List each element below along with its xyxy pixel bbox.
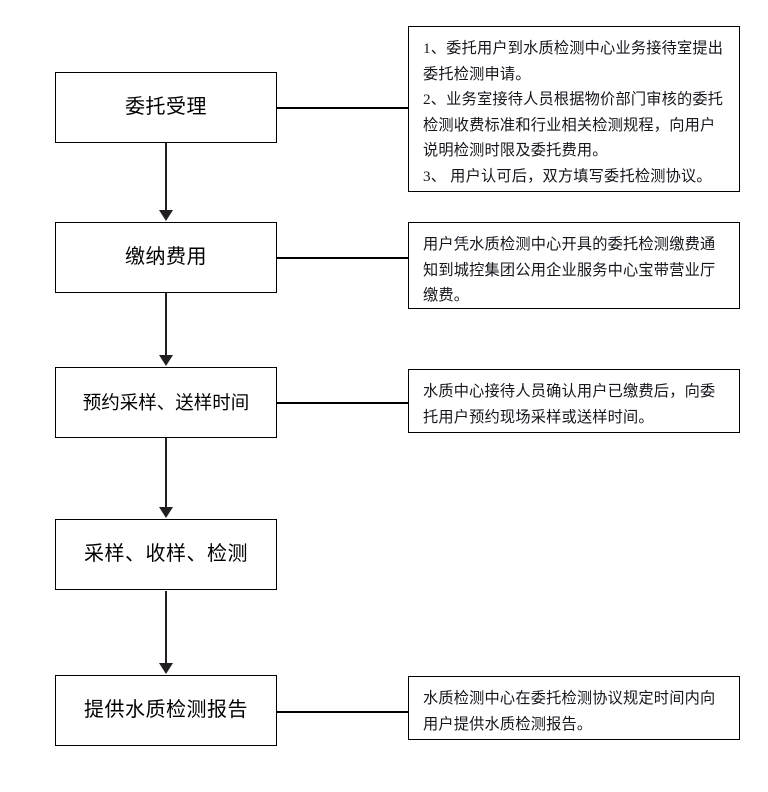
connector-link-step1-note1 — [277, 107, 408, 109]
process-box-step-1[interactable]: 委托受理 — [55, 72, 277, 143]
annotation-box-note-1[interactable]: 1、委托用户到水质检测中心业务接待室提出委托检测申请。 2、业务室接待人员根据物… — [408, 26, 740, 192]
connector-arrow-step2-step3-head — [159, 355, 173, 366]
process-box-step-2[interactable]: 缴纳费用 — [55, 222, 277, 293]
process-box-step-4[interactable]: 采样、收样、检测 — [55, 519, 277, 590]
annotation-text-note-4: 水质检测中心在委托检测协议规定时间内向用户提供水质检测报告。 — [423, 690, 716, 733]
process-box-step-5[interactable]: 提供水质检测报告 — [55, 675, 277, 746]
connector-arrow-step1-step2-line — [165, 143, 167, 211]
annotation-box-note-4[interactable]: 水质检测中心在委托检测协议规定时间内向用户提供水质检测报告。 — [408, 676, 740, 740]
process-label-step-2: 缴纳费用 — [125, 246, 207, 268]
annotation-text-note-1: 1、委托用户到水质检测中心业务接待室提出委托检测申请。 2、业务室接待人员根据物… — [423, 40, 724, 185]
connector-arrow-step1-step2-head — [159, 210, 173, 221]
connector-link-step2-note2 — [277, 257, 408, 259]
annotation-box-note-2[interactable]: 用户凭水质检测中心开具的委托检测缴费通知到城控集团公用企业服务中心宝带营业厅缴费… — [408, 222, 740, 309]
connector-link-step3-note3 — [277, 402, 408, 404]
process-label-step-5: 提供水质检测报告 — [84, 699, 248, 721]
connector-arrow-step4-step5-line — [165, 591, 167, 664]
annotation-text-note-2: 用户凭水质检测中心开具的委托检测缴费通知到城控集团公用企业服务中心宝带营业厅缴费… — [423, 236, 716, 304]
process-label-step-3: 预约采样、送样时间 — [82, 391, 250, 413]
connector-arrow-step3-step4-line — [165, 438, 167, 508]
process-label-step-4: 采样、收样、检测 — [84, 543, 248, 565]
annotation-box-note-3[interactable]: 水质中心接待人员确认用户已缴费后，向委托用户预约现场采样或送样时间。 — [408, 369, 740, 433]
connector-arrow-step3-step4-head — [159, 507, 173, 518]
annotation-text-note-3: 水质中心接待人员确认用户已缴费后，向委托用户预约现场采样或送样时间。 — [423, 383, 716, 426]
process-box-step-3[interactable]: 预约采样、送样时间 — [55, 367, 277, 438]
process-label-step-1: 委托受理 — [125, 96, 207, 118]
connector-arrow-step2-step3-line — [165, 293, 167, 356]
connector-link-step5-note4 — [277, 711, 408, 713]
connector-arrow-step4-step5-head — [159, 663, 173, 674]
